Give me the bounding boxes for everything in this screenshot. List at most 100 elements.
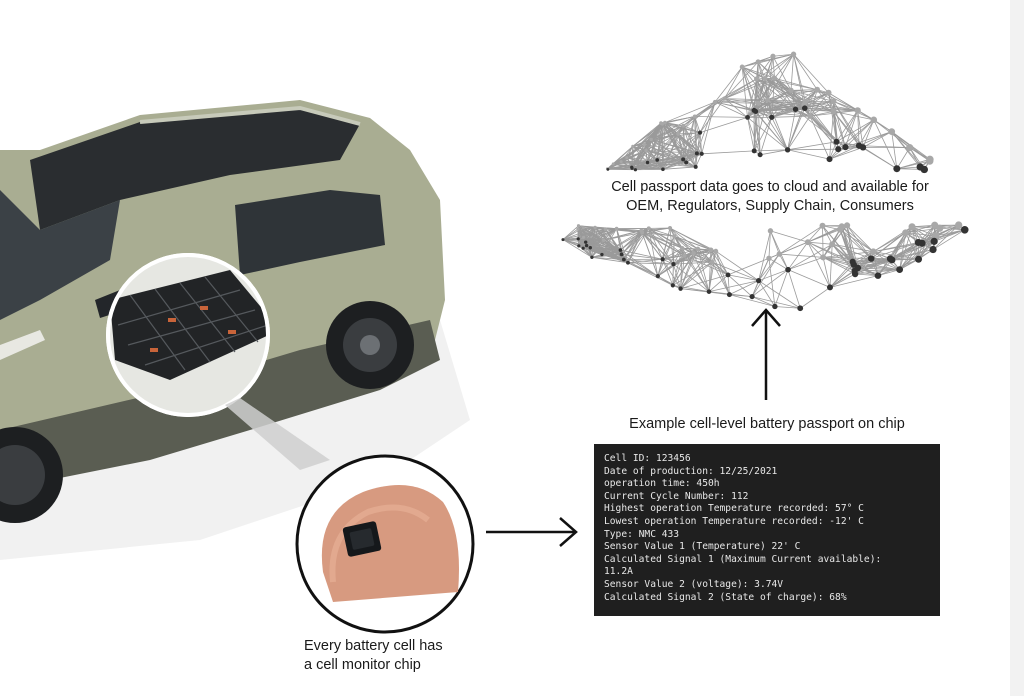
network-link — [846, 225, 872, 259]
network-link — [787, 269, 801, 309]
network-link — [647, 122, 662, 163]
network-link — [767, 56, 774, 100]
network-link — [758, 253, 780, 281]
network-link — [768, 230, 771, 259]
network-node — [699, 151, 704, 156]
network-link — [873, 119, 898, 169]
network-link — [889, 232, 906, 259]
network-link — [627, 258, 663, 264]
network-link — [845, 131, 892, 148]
arrow-up-icon — [751, 308, 781, 400]
network-link — [822, 225, 833, 245]
network-link — [682, 159, 696, 168]
network-node — [807, 113, 813, 119]
network-link — [793, 54, 818, 90]
network-link — [841, 226, 872, 259]
network-node — [829, 241, 836, 248]
network-link — [583, 228, 606, 238]
network-link — [696, 101, 716, 154]
network-link — [804, 104, 834, 112]
network-link — [832, 243, 872, 259]
network-node — [755, 100, 761, 106]
network-link — [693, 253, 710, 292]
network-link — [787, 109, 796, 150]
network-link — [829, 145, 860, 160]
network-link — [932, 229, 965, 250]
network-link — [635, 158, 684, 171]
network-node — [769, 114, 775, 120]
network-link — [641, 232, 674, 265]
network-node — [581, 246, 585, 250]
network-link — [855, 269, 900, 275]
network-node — [851, 270, 859, 278]
network-link — [712, 261, 729, 276]
network-node — [826, 284, 833, 291]
network-link — [911, 224, 935, 228]
network-link — [589, 228, 606, 249]
network-link — [770, 230, 789, 270]
network-link — [751, 296, 776, 307]
network-node — [672, 234, 677, 239]
network-link — [660, 122, 684, 160]
network-node — [706, 289, 712, 294]
cell-chip-caption-line-1: Every battery cell has — [304, 638, 443, 654]
network-link — [621, 253, 659, 277]
network-node — [681, 123, 686, 128]
network-node — [869, 248, 877, 255]
network-link — [620, 249, 659, 277]
network-link — [714, 101, 755, 111]
network-node — [765, 97, 771, 103]
network-node — [826, 156, 833, 163]
network-link — [933, 224, 959, 242]
network-link — [710, 249, 730, 295]
network-link — [635, 162, 648, 171]
network-node — [896, 266, 904, 274]
network-link — [779, 253, 824, 258]
network-link — [831, 243, 853, 263]
network-link — [829, 244, 833, 288]
network-link — [747, 117, 755, 151]
network-link — [729, 294, 775, 307]
network-link — [708, 249, 712, 292]
network-link — [741, 66, 757, 80]
network-node — [593, 225, 597, 230]
network-link — [695, 153, 703, 168]
network-link — [693, 253, 713, 263]
network-node — [582, 235, 586, 239]
network-link — [751, 269, 789, 297]
network-node — [621, 257, 626, 262]
network-link — [787, 269, 831, 288]
network-link — [642, 232, 675, 237]
network-link — [858, 145, 898, 170]
network-node — [906, 144, 914, 152]
network-node — [797, 305, 804, 312]
network-node — [842, 144, 849, 151]
network-node — [644, 148, 648, 153]
network-link — [697, 248, 713, 263]
passport-line: Current Cycle Number: 112 — [604, 490, 749, 502]
battery-passport-panel: Cell ID: 123456 Date of production: 12/2… — [594, 444, 940, 616]
network-node — [792, 106, 799, 113]
network-link — [862, 131, 892, 148]
network-node — [583, 240, 588, 244]
network-link — [871, 258, 900, 271]
network-link — [677, 133, 684, 160]
network-link — [816, 89, 834, 102]
network-link — [578, 228, 606, 247]
network-node — [915, 255, 923, 263]
network-node — [886, 255, 894, 263]
network-node — [626, 260, 630, 265]
network-link — [662, 258, 713, 263]
network-link — [768, 241, 808, 259]
network-link — [694, 116, 697, 167]
network-link — [562, 239, 593, 258]
upper-network-mesh — [605, 51, 934, 174]
network-node — [682, 253, 687, 258]
network-link — [635, 162, 687, 171]
network-link — [905, 232, 935, 242]
passport-line: Cell ID: 123456 — [604, 453, 691, 464]
network-link — [807, 226, 842, 243]
network-node — [708, 247, 714, 253]
network-node — [584, 243, 589, 248]
network-link — [918, 224, 936, 243]
